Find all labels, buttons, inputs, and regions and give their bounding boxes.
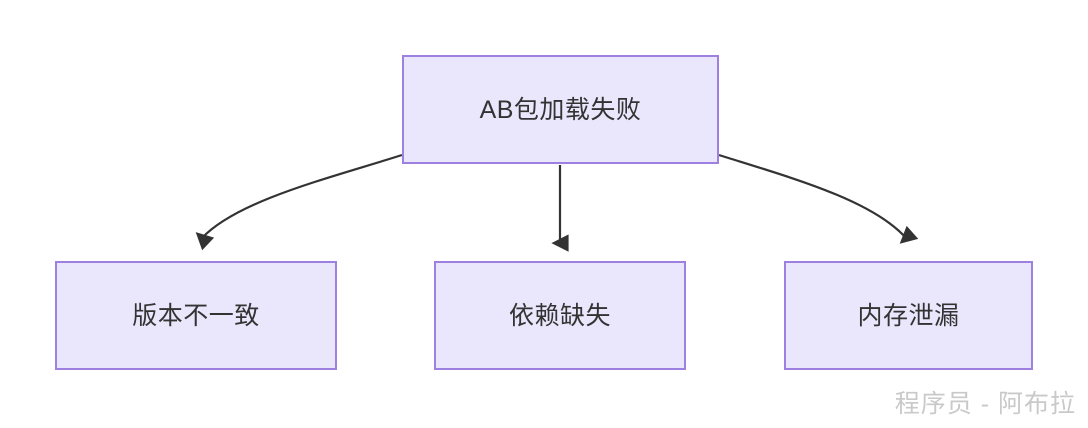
flowchart-node-memory-leak[interactable]: 内存泄漏 — [784, 261, 1033, 370]
node-label-version-mismatch: 版本不一致 — [132, 301, 260, 330]
flowchart-node-version-mismatch[interactable]: 版本不一致 — [55, 261, 337, 370]
node-label-root: AB包加载失败 — [479, 95, 642, 124]
watermark-text: 程序员 - 阿布拉 — [894, 390, 1076, 418]
node-label-dependency-missing: 依赖缺失 — [508, 301, 611, 330]
node-label-memory-leak: 内存泄漏 — [857, 301, 960, 330]
edge-root-to-memory-leak — [718, 153, 919, 244]
flowchart-node-dependency-missing[interactable]: 依赖缺失 — [434, 261, 686, 370]
edge-root-to-version-mismatch — [195, 153, 403, 251]
flowchart-node-root[interactable]: AB包加载失败 — [402, 55, 719, 164]
